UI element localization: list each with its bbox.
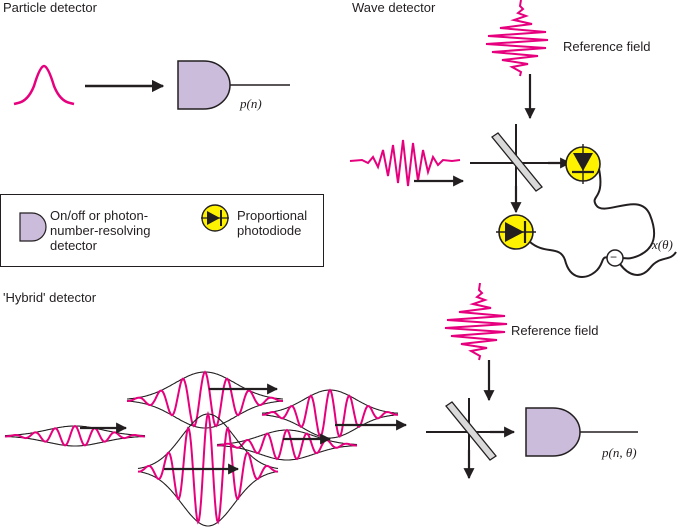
top-photodiode-wire (593, 168, 656, 260)
minus-sign: − (610, 250, 618, 264)
packet-envelope (137, 470, 279, 527)
p-n-theta-label: p(n, θ) (602, 445, 637, 460)
particle-detector-icon (177, 60, 231, 110)
x-theta-label: x(θ) (652, 237, 673, 252)
packet-carrier (127, 370, 283, 428)
single-photon-pulse (13, 64, 75, 106)
wave-beamsplitter-icon (491, 132, 543, 192)
bottom-photodiode-icon (496, 214, 536, 250)
output-wire (619, 251, 677, 276)
packet-carrier (137, 411, 279, 525)
legend-detector-label: On/off or photon-number-resolving detect… (50, 208, 151, 253)
bottom-photodiode-wire (529, 241, 610, 278)
packet-envelope (4, 435, 146, 447)
packet-carrier (262, 388, 398, 438)
reference-field-label-bottom: Reference field (511, 323, 599, 338)
wave-detector-section (349, 0, 677, 278)
reference-field-wave-bottom (444, 282, 508, 361)
wave-detector-title: Wave detector (352, 0, 436, 15)
wave-packet-1 (4, 424, 146, 447)
legend-box (0, 194, 324, 267)
particle-detector-section (13, 60, 290, 110)
packet-envelope (127, 371, 283, 400)
legend-detector-icon (19, 212, 47, 242)
packet-carrier (217, 428, 357, 461)
packet-envelope (216, 444, 358, 461)
hybrid-detector-icon (525, 407, 581, 457)
top-photodiode-icon (565, 144, 601, 184)
hybrid-detector-title: 'Hybrid' detector (3, 290, 97, 305)
reference-field-wave-top (485, 0, 549, 77)
legend-photodiode-label: Proportional photodiode (237, 208, 308, 238)
hybrid-detector-section (4, 282, 638, 527)
signal-wave (349, 139, 461, 187)
hybrid-beamsplitter-icon (445, 401, 497, 461)
packet-envelope (137, 413, 279, 470)
particle-detector-title: Particle detector (3, 0, 97, 15)
wave-packet-5 (137, 411, 279, 527)
wave-packets-group (4, 370, 399, 527)
p-n-label: p(n) (240, 96, 262, 111)
legend-photodiode-icon (201, 204, 229, 232)
wave-packet-2 (127, 370, 283, 429)
reference-field-label-top: Reference field (563, 39, 651, 54)
wave-packet-4 (216, 428, 358, 461)
subtraction-node (606, 249, 624, 267)
packet-carrier (4, 424, 146, 447)
